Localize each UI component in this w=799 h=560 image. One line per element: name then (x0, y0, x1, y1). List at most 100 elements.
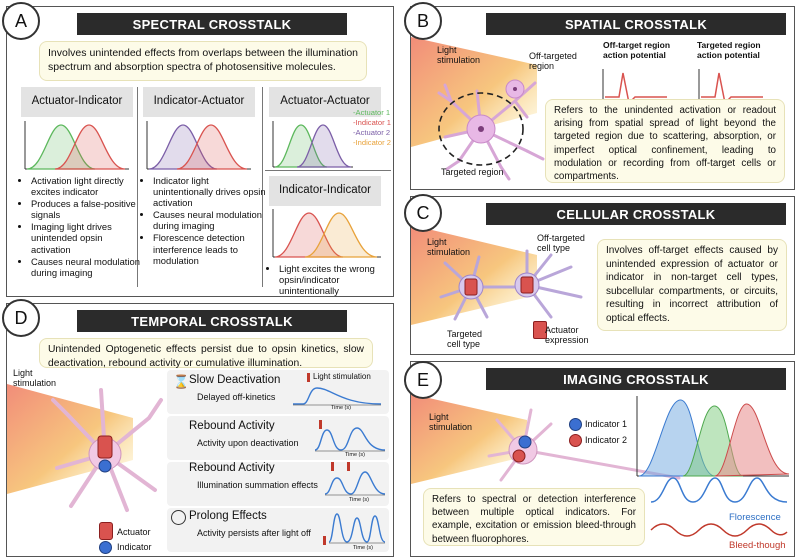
bullets-indicator-actuator: Indicator light unintentionally drives o… (141, 175, 269, 267)
row-title: Rebound Activity (189, 420, 275, 432)
time-axis-label: Time (s) (331, 405, 351, 411)
indicator-1-icon (569, 418, 582, 431)
targeted-label: Targeted region (441, 167, 504, 177)
spectrum-indicator-actuator (146, 121, 251, 170)
actuator-legend-icon (533, 321, 547, 339)
spectrum-indicator-indicator (272, 209, 381, 258)
panel-cellular: CELLULAR CROSSTALK Light stimulation Off… (410, 196, 795, 355)
col-title-indicator-indicator: Indicator-Indicator (269, 176, 381, 206)
list-item: Light excites the wrong opsin/indicator … (279, 263, 397, 296)
row-title: Rebound Activity (189, 462, 275, 474)
panel-letter-c: C (404, 194, 442, 232)
indicator-1-label: Indicator 1 (585, 419, 628, 429)
panel-description: Refers to the unindented activation or r… (545, 99, 785, 183)
time-axis-label: Time (s) (345, 452, 365, 458)
trace-rebound-summation (324, 471, 386, 496)
stim-bar (347, 462, 350, 471)
row-subtitle: Illumination summation effects (197, 480, 318, 490)
spectrum-actuator-indicator (24, 121, 129, 170)
legend-indicator-2: -Indicator 2 (353, 137, 391, 147)
ap-off-target-label: Off-target region action potential (603, 40, 683, 61)
row-subtitle: Activity persists after light off (197, 528, 311, 538)
panel-title: IMAGING CROSSTALK (486, 368, 786, 390)
time-axis-label: Time (s) (349, 497, 369, 503)
targeted-label: Targeted cell type (447, 329, 483, 350)
actuator-label: Actuator expression (545, 325, 589, 346)
neuron-illustration (487, 408, 681, 482)
row-rebound-summation: Rebound Activity Illumination summation … (167, 462, 389, 506)
stim-bar (307, 373, 310, 382)
divider (262, 87, 263, 287)
panel-description: Refers to spectral or detection interfer… (423, 488, 645, 546)
list-item: Produces a false-positive signals (31, 198, 143, 220)
ap-targeted-label: Targeted region action potential (697, 40, 777, 61)
trace-rebound-activity (314, 427, 386, 452)
panel-description: Unintended Optogenetic effects persist d… (39, 338, 373, 369)
panel-spectral: SPECTRAL CROSSTALK Involves unintended e… (6, 6, 394, 297)
panel-title: SPECTRAL CROSSTALK (77, 13, 347, 35)
row-title: Slow Deactivation (189, 374, 281, 386)
list-item: Causes neural modulation during imaging (153, 209, 269, 231)
bullets-indicator-indicator: Light excites the wrong opsin/indicator … (267, 263, 397, 297)
list-item: Imaging light drives unintended opsin ac… (31, 221, 143, 254)
panel-letter-b: B (404, 2, 442, 40)
panel-title: SPATIAL CROSSTALK (486, 13, 786, 35)
legend-actuator-icon (99, 522, 113, 540)
panel-title: TEMPORAL CROSSTALK (77, 310, 347, 332)
light-label: Light stimulation (429, 412, 473, 433)
divider (265, 170, 391, 171)
light-label: Light stimulation (437, 45, 481, 66)
ap-targeted-label-text: Targeted region action potential (697, 40, 761, 60)
row-slow-deactivation: ⌛ Slow Deactivation Delayed off-kinetics… (167, 370, 389, 414)
bleed-through-label: Bleed-though (729, 540, 786, 551)
indicator-2-label: Indicator 2 (585, 435, 628, 445)
panel-description: Involves off-target effects caused by un… (597, 239, 787, 331)
light-beam (411, 37, 537, 147)
col-title-actuator-actuator: Actuator-Actuator (269, 87, 381, 117)
light-label: Light stimulation (13, 368, 57, 389)
panel-letter-a: A (2, 2, 40, 40)
col-title-actuator-indicator: Actuator-Indicator (21, 87, 133, 117)
list-item: Causes neural modulation during imaging (31, 256, 143, 278)
stim-bar (319, 420, 322, 429)
florescence-label: Florescence (729, 512, 781, 523)
panel-description: Involves unintended effects from overlap… (39, 41, 367, 81)
legend-actuator-label: Actuator (117, 527, 151, 537)
spectrum-actuator-actuator (272, 121, 353, 168)
panel-title: CELLULAR CROSSTALK (486, 203, 786, 225)
light-label: Light stimulation (427, 237, 471, 258)
neuron-illustration (51, 388, 163, 512)
row-subtitle: Delayed off-kinetics (197, 392, 276, 402)
legend-indicator-icon (99, 541, 112, 554)
row-rebound-activity: Rebound Activity Activity upon deactivat… (167, 416, 389, 460)
panel-temporal: TEMPORAL CROSSTALK Unintended Optogeneti… (6, 303, 394, 557)
stim-bar (323, 536, 326, 545)
trace-bleed-through (650, 523, 788, 537)
legend-actuator-2: -Actuator 2 (353, 127, 391, 137)
hourglass-icon: ⌛ (173, 374, 190, 389)
divider (137, 87, 138, 287)
col-title-indicator-actuator: Indicator-Actuator (143, 87, 255, 117)
ap-off-label-text: Off-target region action potential (603, 40, 671, 60)
trace-slow-deactivation (293, 387, 382, 406)
row-subtitle: Activity upon deactivation (197, 438, 299, 448)
legend-indicator-1: -Indicator 1 (353, 117, 391, 127)
panel-spatial: SPATIAL CROSSTALK Light stimulation Off-… (410, 6, 795, 190)
legend-indicator-label: Indicator (117, 542, 152, 552)
panel-letter-d: D (2, 299, 40, 337)
indicator-2-icon (569, 434, 582, 447)
legend-actuator-1: -Actuator 1 (353, 108, 391, 117)
stim-bar (331, 462, 334, 471)
list-item: Indicator light unintentionally drives o… (153, 175, 269, 208)
off-target-label: Off-targeted cell type (537, 233, 585, 254)
off-target-label: Off-targeted region (529, 51, 577, 72)
panel-letter-e: E (404, 361, 442, 399)
emission-spectra (636, 396, 790, 477)
row-title: Prolong Effects (189, 510, 267, 522)
light-beam (411, 394, 527, 484)
panel-imaging: IMAGING CROSSTALK Light stimulation Indi… (410, 361, 795, 557)
row-prolong-effects: Prolong Effects Activity persists after … (167, 508, 389, 552)
stim-label: Light stimulation (313, 372, 371, 381)
bullets-actuator-indicator: Activation light directly excites indica… (19, 175, 143, 279)
trace-prolong-effects (328, 513, 386, 544)
